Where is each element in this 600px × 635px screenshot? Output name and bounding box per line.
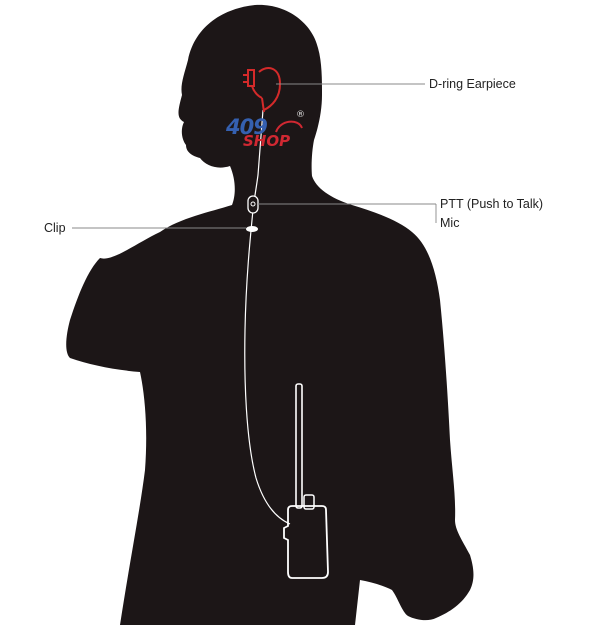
ptt-button (250, 201, 256, 207)
ptt-unit (247, 195, 259, 214)
leader-lines (72, 83, 437, 229)
ptt-label: PTT (Push to Talk) (440, 197, 544, 211)
radio-antenna (295, 383, 303, 509)
logo-swoosh (275, 120, 303, 133)
clip-label: Clip (44, 221, 66, 235)
mic-label: Mic (440, 216, 460, 230)
earpiece-cable (244, 109, 291, 525)
radio-knob (303, 494, 315, 510)
d-ring-earpiece-label: D-ring Earpiece (429, 77, 516, 91)
person-silhouette (66, 4, 474, 626)
radio-body (283, 505, 329, 579)
clip-shape (246, 226, 258, 232)
logo-registered-mark: ® (296, 110, 305, 120)
logo-shop: SHOP (243, 132, 291, 150)
logo-409: 409 (226, 115, 268, 139)
